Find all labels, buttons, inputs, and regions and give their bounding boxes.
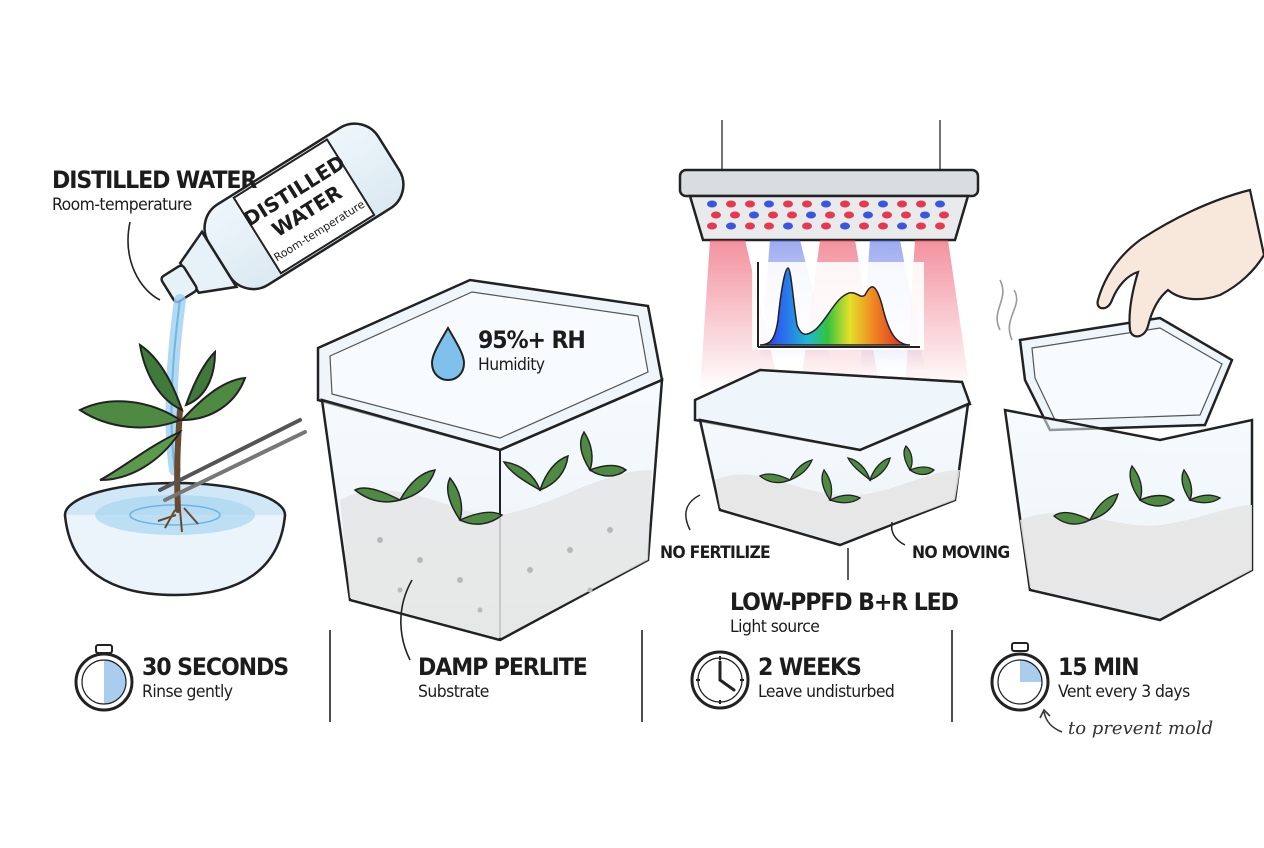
substrate-metric-label: Substrate <box>418 682 489 703</box>
led-diode <box>916 222 926 230</box>
led-diode <box>935 222 945 230</box>
clock-icon <box>690 650 750 710</box>
led-diode <box>726 222 736 230</box>
substrate-metric-value: DAMP PERLITE <box>418 653 588 681</box>
stopwatch-icon-vent <box>990 642 1050 712</box>
stopwatch-icon <box>74 644 134 712</box>
led-diode <box>863 211 873 219</box>
led-diode <box>745 200 755 208</box>
callout-title: DISTILLED WATER <box>52 166 257 194</box>
led-diode <box>745 222 755 230</box>
led-diode <box>783 222 793 230</box>
substrate-metric: DAMP PERLITE Substrate <box>418 653 601 703</box>
led-diode <box>882 211 892 219</box>
led-diode <box>821 200 831 208</box>
led-diode <box>878 200 888 208</box>
led-diode <box>749 211 759 219</box>
led-diode <box>939 211 949 219</box>
vent-metric: 15 MIN Vent every 3 days <box>1058 653 1201 703</box>
note-no-moving: NO MOVING <box>912 543 1010 563</box>
callout-subtitle: Room-temperature <box>52 195 192 216</box>
distilled-water-callout: DISTILLED WATER Room-temperature <box>52 166 274 216</box>
led-diode <box>878 222 888 230</box>
led-diode <box>840 200 850 208</box>
led-diode <box>920 211 930 219</box>
led-diode <box>768 211 778 219</box>
humidity-callout: 95%+ RH Humidity <box>478 326 594 376</box>
led-diode <box>806 211 816 219</box>
humidity-subtitle: Humidity <box>478 355 545 376</box>
led-diode <box>935 200 945 208</box>
growth-box <box>693 368 972 547</box>
vent-metric-value: 15 MIN <box>1058 653 1140 681</box>
annotation-arrow <box>1039 708 1063 733</box>
led-callout: LOW-PPFD B+R LED Light source <box>730 588 978 638</box>
led-diode <box>844 211 854 219</box>
rinse-metric-label: Rinse gently <box>142 682 233 703</box>
vented-box <box>996 279 1254 622</box>
humidity-title: 95%+ RH <box>478 326 586 354</box>
led-diode <box>802 222 812 230</box>
led-diode <box>821 222 831 230</box>
led-diode <box>787 211 797 219</box>
light-spectrum-graph <box>752 262 924 350</box>
rinse-metric: 30 SECONDS Rinse gently <box>142 653 301 703</box>
led-subtitle: Light source <box>730 617 820 638</box>
led-diode <box>897 200 907 208</box>
led-diode <box>764 200 774 208</box>
led-diode <box>783 200 793 208</box>
note-no-fertilize: NO FERTILIZE <box>660 543 771 563</box>
led-diode <box>825 211 835 219</box>
light-metric-label: Leave undisturbed <box>758 682 895 703</box>
humidity-box <box>316 278 664 642</box>
plant-cutting <box>78 342 247 533</box>
rinse-metric-value: 30 SECONDS <box>142 653 289 681</box>
led-diode <box>916 200 926 208</box>
light-metric: 2 WEEKS Leave undisturbed <box>758 653 906 703</box>
led-diode <box>730 211 740 219</box>
led-diode <box>707 222 717 230</box>
vent-annotation: to prevent mold <box>1068 718 1214 739</box>
led-title: LOW-PPFD B+R LED <box>730 588 959 616</box>
led-diode <box>711 211 721 219</box>
water-drop-icon <box>430 326 466 382</box>
led-diode <box>897 222 907 230</box>
led-diode <box>840 222 850 230</box>
led-diode <box>707 200 717 208</box>
led-panel <box>678 120 980 242</box>
led-diode <box>764 222 774 230</box>
led-diode <box>901 211 911 219</box>
led-diode <box>859 222 869 230</box>
tweezers <box>158 418 307 502</box>
led-diode <box>726 200 736 208</box>
led-diode <box>859 200 869 208</box>
hand <box>1096 188 1264 338</box>
light-metric-value: 2 WEEKS <box>758 653 862 681</box>
vent-metric-label: Vent every 3 days <box>1058 682 1190 703</box>
led-diode <box>802 200 812 208</box>
